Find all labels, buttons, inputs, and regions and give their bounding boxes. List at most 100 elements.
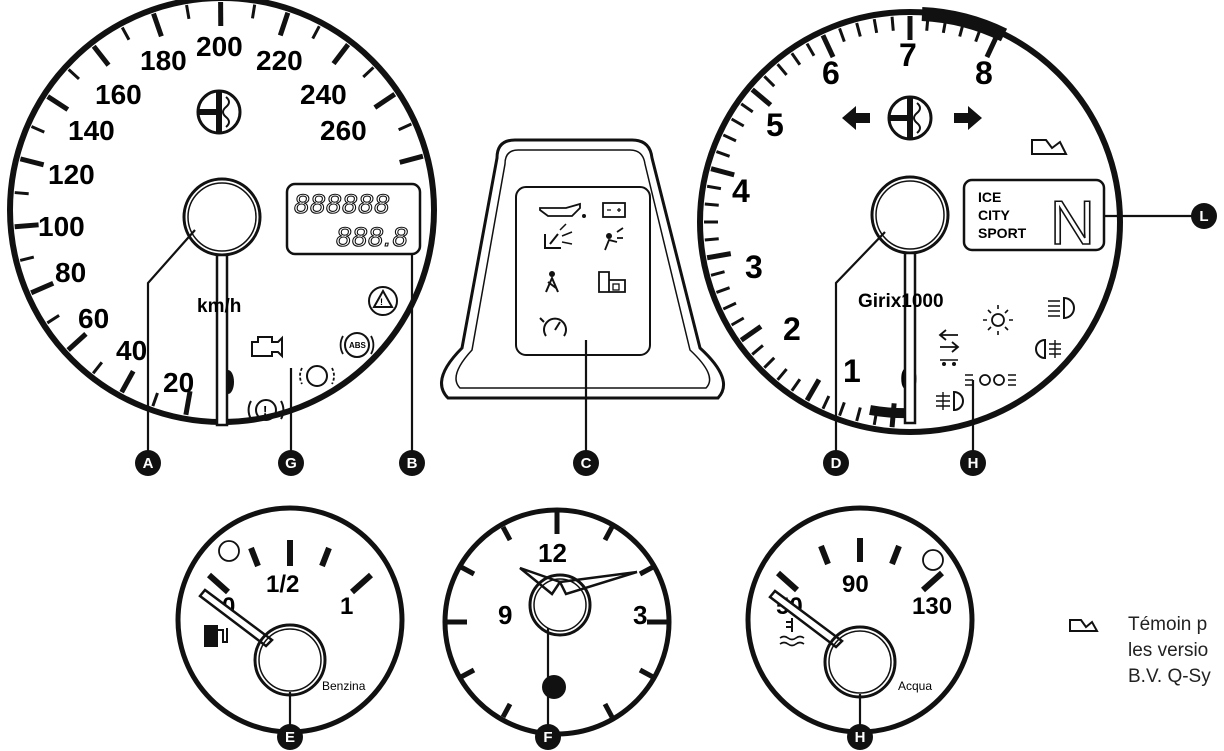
clock: 12 3 9 bbox=[442, 507, 672, 737]
brake-warning-icon: ! bbox=[247, 399, 285, 421]
dial-tick bbox=[872, 18, 879, 34]
front-fog-light-icon bbox=[936, 390, 964, 412]
speedometer-ticks bbox=[14, 1, 424, 416]
dial-tick bbox=[399, 153, 424, 165]
temp-label: 90 bbox=[842, 571, 869, 598]
clock-label: 3 bbox=[633, 600, 647, 630]
clock-label: 12 bbox=[538, 538, 567, 568]
dial-tick bbox=[66, 332, 88, 352]
passenger-airbag-icon bbox=[604, 227, 624, 251]
speed-label: 200 bbox=[196, 31, 243, 62]
dial-tick bbox=[704, 202, 719, 207]
speed-label: 220 bbox=[256, 45, 303, 76]
rpm-label: 6 bbox=[822, 55, 840, 91]
clock-hand-right bbox=[558, 570, 638, 596]
rpm-label: 7 bbox=[899, 37, 917, 73]
dial-tick bbox=[750, 87, 773, 107]
engine-check-icon bbox=[251, 335, 283, 359]
high-beam-icon bbox=[1048, 296, 1075, 320]
callout-letter: E bbox=[285, 729, 295, 746]
svg-text:!: ! bbox=[380, 297, 383, 307]
temp-label: 130 bbox=[912, 593, 952, 620]
rpm-label: 1 bbox=[843, 353, 861, 389]
abs-label: ABS bbox=[349, 341, 367, 350]
dial-tick bbox=[398, 122, 413, 132]
odometer-trip: 888.8 bbox=[336, 222, 409, 252]
dial-tick bbox=[710, 166, 735, 178]
speed-label: 40 bbox=[116, 335, 147, 366]
dial-tick bbox=[46, 314, 60, 325]
rpm-label: 2 bbox=[783, 311, 801, 347]
dial-tick bbox=[722, 133, 737, 143]
callout-letter: C bbox=[581, 455, 592, 472]
brand-logo-icon bbox=[196, 89, 242, 135]
dial-tick bbox=[331, 43, 351, 66]
gear-mode-display: ICE CITY SPORT N bbox=[962, 178, 1106, 259]
speed-label: 100 bbox=[38, 211, 85, 242]
callout-letter: G bbox=[285, 455, 297, 472]
dial-tick bbox=[706, 184, 722, 191]
rpm-label: 3 bbox=[745, 249, 763, 285]
battery-icon bbox=[602, 202, 626, 218]
footnote-line: les versio bbox=[1128, 640, 1208, 661]
temp-gauge-name: Acqua bbox=[898, 679, 932, 693]
callout-h-right: H bbox=[960, 450, 986, 476]
mode-label: CITY bbox=[978, 207, 1011, 223]
callout-letter: F bbox=[543, 729, 552, 746]
dial-tick bbox=[763, 75, 776, 88]
dial-tick bbox=[30, 125, 45, 134]
callout-e: E bbox=[277, 724, 303, 750]
dial-tick bbox=[67, 68, 80, 81]
dial-tick bbox=[838, 401, 846, 417]
tachometer: 0 1 2 3 4 5 6 7 8 Girix1000 ICE CITY SPO… bbox=[697, 7, 1123, 435]
clock-label: 9 bbox=[498, 600, 512, 630]
side-lights-icon bbox=[965, 374, 1016, 386]
tachometer-dial bbox=[697, 9, 1123, 435]
speed-label: 140 bbox=[68, 115, 115, 146]
dial-tick bbox=[19, 156, 45, 168]
callout-letter: A bbox=[143, 455, 154, 472]
speedometer: 20 40 60 80 100 120 140 160 180 200 220 … bbox=[7, 0, 437, 427]
turn-right-indicator-icon bbox=[954, 106, 982, 130]
mode-label: SPORT bbox=[978, 225, 1027, 241]
callout-letter: L bbox=[1199, 208, 1208, 225]
bulb-failure-icon bbox=[983, 305, 1013, 335]
callout-f: F bbox=[535, 724, 561, 750]
rear-fog-light-icon bbox=[1035, 338, 1061, 360]
dial-tick bbox=[250, 4, 257, 19]
speed-label: 260 bbox=[320, 115, 367, 146]
dial-tick bbox=[277, 11, 291, 37]
footnote-line: B.V. Q-Sy bbox=[1128, 666, 1211, 687]
callout-l: L bbox=[1191, 203, 1217, 229]
footnote: Témoin p les versio B.V. Q-Sy bbox=[1069, 614, 1211, 687]
dial-tick bbox=[763, 356, 776, 369]
dial-tick bbox=[751, 344, 764, 356]
dial-tick bbox=[855, 22, 862, 37]
speed-label: 20 bbox=[163, 367, 194, 398]
fuel-reserve-lamp bbox=[218, 540, 240, 562]
svg-text:!: ! bbox=[263, 403, 267, 418]
dial-tick bbox=[820, 34, 836, 59]
oil-pressure-icon bbox=[539, 202, 586, 218]
abs-warning-icon: ABS bbox=[339, 332, 375, 358]
trailer-indicator-icon bbox=[938, 329, 960, 366]
speed-label: 80 bbox=[55, 257, 86, 288]
dial-tick bbox=[14, 222, 39, 230]
seat-airbag-icon bbox=[544, 223, 573, 249]
clock-adjust-button bbox=[542, 675, 566, 699]
callout-leaders bbox=[146, 214, 1192, 728]
rpm-label: 4 bbox=[732, 173, 750, 209]
fuel-needle bbox=[198, 588, 274, 648]
dial-tick bbox=[183, 390, 193, 416]
dial-tick bbox=[740, 102, 754, 114]
dial-tick bbox=[19, 255, 35, 262]
dial-tick bbox=[46, 94, 70, 112]
dial-tick bbox=[30, 280, 55, 296]
tachometer-needle bbox=[903, 251, 917, 425]
tachometer-hub bbox=[870, 175, 950, 255]
dial-tick bbox=[739, 324, 763, 343]
tachometer-ticks bbox=[704, 16, 1000, 428]
temp-warning-lamp bbox=[922, 549, 944, 571]
seatbelt-icon bbox=[545, 271, 559, 293]
